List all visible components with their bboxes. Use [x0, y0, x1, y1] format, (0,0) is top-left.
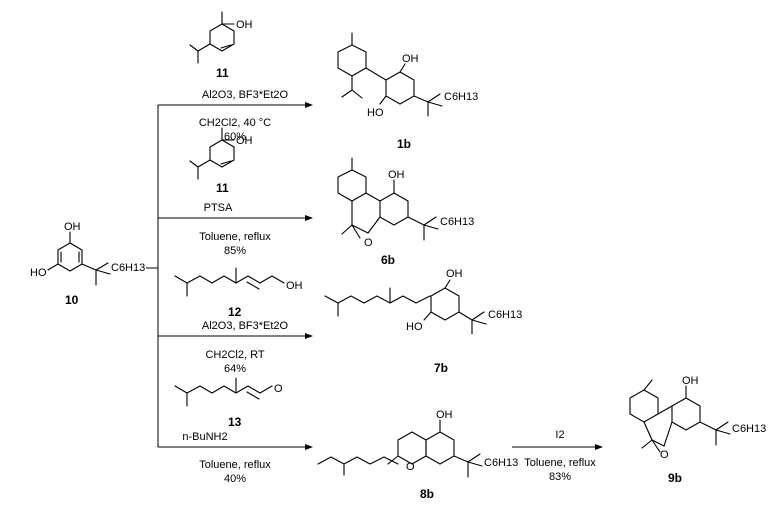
compound-9b-c6h13: C6H13 — [732, 423, 766, 435]
compound-11b-oh: OH — [236, 135, 253, 147]
compound-10-oh: OH — [64, 221, 81, 233]
route-4-solvent: Toluene, reflux — [199, 459, 271, 471]
compound-8b-structure: OH O C6H13 8b — [317, 409, 518, 501]
route-1-reagent: Al2O3, BF3*Et2O — [202, 89, 289, 101]
compound-12-oh: OH — [286, 280, 303, 292]
compound-1b-ho: HO — [367, 107, 384, 119]
compound-7b-structure: OH HO C6H13 7b — [324, 268, 522, 375]
compound-6b-structure: OH O C6H13 6b — [337, 157, 474, 267]
route-5-reagent: I2 — [555, 429, 564, 441]
compound-10-label: 10 — [65, 293, 79, 307]
compound-6b-c6h13: C6H13 — [440, 216, 474, 228]
compound-9b-o: O — [660, 449, 669, 461]
compound-11a-structure: OH 11 — [189, 11, 253, 80]
compound-1b-label: 1b — [397, 137, 411, 151]
compound-1b-c6h13: C6H13 — [444, 91, 478, 103]
route-5-conditions: I2 Toluene, reflux 83% — [524, 429, 596, 483]
route-2-reagent: PTSA — [204, 202, 233, 214]
route-2-solvent: Toluene, reflux — [199, 231, 271, 243]
compound-9b-structure: OH O C6H13 9b — [629, 375, 766, 485]
route-2-yield: 85% — [224, 245, 246, 257]
route-3-conditions: Al2O3, BF3*Et2O CH2Cl2, RT 64% — [202, 320, 289, 375]
compound-6b-label: 6b — [381, 253, 395, 267]
compound-10-c6h13: C6H13 — [111, 262, 145, 274]
route-3-reagent: Al2O3, BF3*Et2O — [202, 320, 289, 332]
arrow-tree — [146, 102, 603, 450]
compound-12-structure: OH 12 — [174, 267, 303, 319]
compound-1b-structure: OH HO C6H13 1b — [337, 32, 478, 151]
compound-6b-oh: OH — [388, 169, 405, 181]
compound-7b-c6h13: C6H13 — [488, 309, 522, 321]
compound-10-ho: HO — [30, 267, 47, 279]
compound-13-structure: O 13 — [174, 377, 283, 429]
compound-11b-structure: OH 11 — [189, 127, 253, 195]
compound-8b-c6h13: C6H13 — [484, 457, 518, 469]
route-5-solvent: Toluene, reflux — [524, 457, 596, 469]
compound-9b-label: 9b — [668, 471, 682, 485]
route-2-conditions: PTSA Toluene, reflux 85% — [199, 202, 271, 257]
compound-8b-oh: OH — [436, 409, 453, 421]
compound-8b-o: O — [406, 461, 415, 473]
route-4-reagent: n-BuNH2 — [182, 431, 227, 443]
compound-7b-oh: OH — [446, 268, 463, 280]
compound-6b-o: O — [364, 237, 373, 249]
route-4-yield: 40% — [224, 473, 246, 485]
route-3-solvent: CH2Cl2, RT — [205, 349, 264, 361]
compound-7b-ho: HO — [406, 321, 423, 333]
compound-12-label: 12 — [228, 305, 242, 319]
route-1-solvent: CH2Cl2, 40 °C — [199, 117, 271, 129]
compound-7b-label: 7b — [434, 361, 448, 375]
compound-10-structure: OH HO C6H13 10 — [30, 221, 145, 307]
route-4-conditions: n-BuNH2 Toluene, reflux 40% — [182, 431, 271, 485]
compound-11a-label: 11 — [216, 66, 229, 80]
route-5-yield: 83% — [549, 471, 571, 483]
compound-13-label: 13 — [228, 415, 242, 429]
compound-8b-label: 8b — [420, 487, 434, 501]
compound-13-o: O — [274, 383, 283, 395]
compound-9b-oh: OH — [682, 375, 699, 387]
compound-1b-oh: OH — [402, 53, 419, 65]
compound-11b-label: 11 — [216, 181, 229, 195]
compound-11a-oh: OH — [236, 19, 253, 31]
route-3-yield: 64% — [224, 363, 246, 375]
route-1-conditions: Al2O3, BF3*Et2O CH2Cl2, 40 °C 60% — [199, 89, 289, 143]
